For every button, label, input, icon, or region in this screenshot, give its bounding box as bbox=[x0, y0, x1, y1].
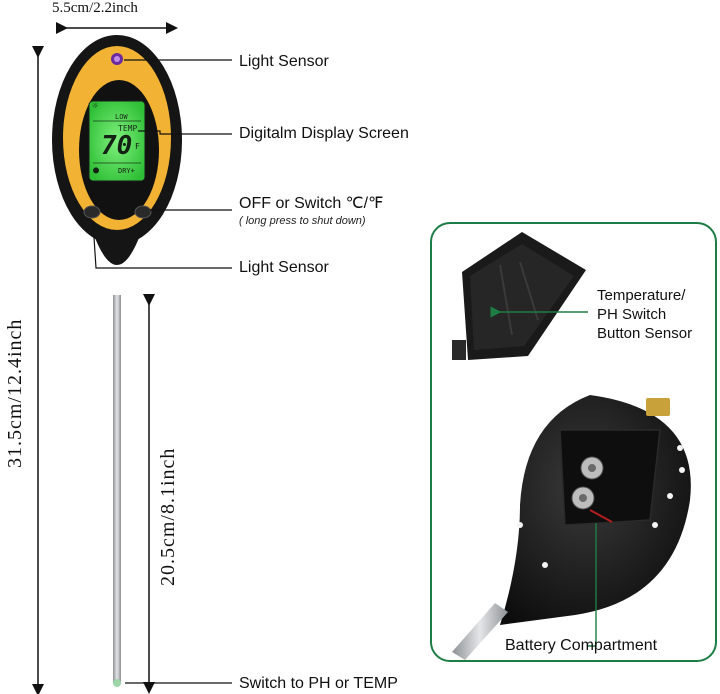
lcd-low-indicator: LOW bbox=[115, 113, 128, 121]
lcd-drop-icon: ● bbox=[93, 165, 100, 176]
switch-ph-temp-label: Switch to PH or TEMP bbox=[239, 675, 398, 692]
total-length-label: 31.5cm/12.4inch bbox=[4, 318, 26, 468]
battery-cover-illustration bbox=[452, 232, 586, 360]
lcd-unit: F bbox=[135, 142, 140, 151]
open-meter-back-illustration bbox=[452, 395, 691, 660]
width-dimension-label: 5.5cm/2.2inch bbox=[52, 0, 138, 16]
sensor-label-line1: Temperature/ bbox=[597, 287, 686, 304]
lcd-sun-icon: ☼ bbox=[92, 101, 99, 112]
battery-compartment-label: Battery Compartment bbox=[505, 637, 658, 654]
lcd-temp-indicator: TEMP bbox=[118, 124, 138, 133]
display-screen-label: Digitalm Display Screen bbox=[239, 125, 409, 142]
light-sensor-bottom-label: Light Sensor bbox=[239, 259, 329, 276]
sensor-label-line3: Button Sensor bbox=[597, 325, 693, 342]
detail-inset-frame bbox=[430, 222, 717, 662]
off-switch-note: ( long press to shut down) bbox=[239, 215, 366, 227]
lcd-dry-indicator: DRY+ bbox=[118, 167, 135, 175]
off-switch-label: OFF or Switch ℃/℉ bbox=[239, 195, 384, 212]
soil-meter bbox=[52, 35, 182, 687]
light-sensor-top-label: Light Sensor bbox=[239, 53, 329, 70]
lcd-reading: 70 bbox=[101, 131, 133, 161]
sensor-label-line2: PH Switch bbox=[597, 306, 667, 323]
probe-length-label: 20.5cm/8.1inch bbox=[157, 447, 179, 586]
